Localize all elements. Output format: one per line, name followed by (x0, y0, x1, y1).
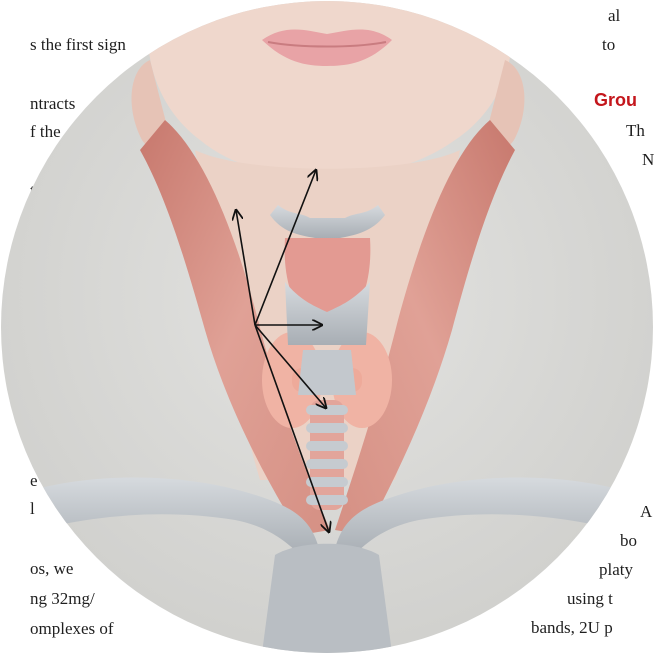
cricoid-cartilage (298, 350, 356, 395)
trachea (306, 400, 348, 510)
sternum (262, 544, 392, 653)
